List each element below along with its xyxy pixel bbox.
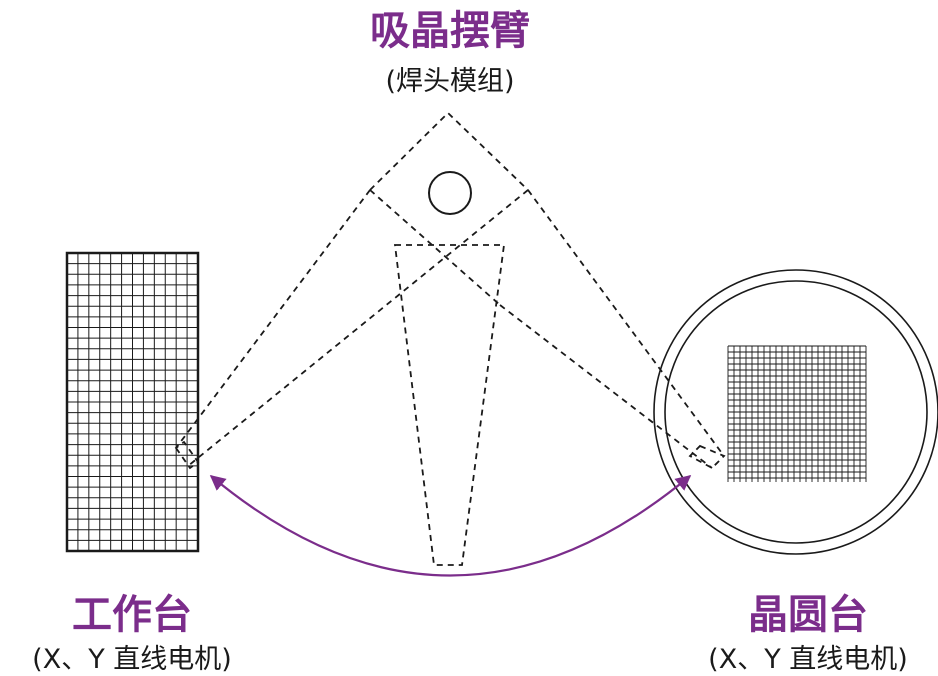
wafer-stage-subtitle: (X、Y 直线电机)	[708, 644, 908, 675]
left-pick-head	[174, 440, 200, 470]
arm-top-outline	[369, 111, 529, 191]
arm-left-inner-edge	[369, 189, 501, 306]
wafer-die-grid	[727, 345, 867, 482]
workbench-grid	[65, 251, 200, 553]
swing-motion-arrow	[209, 475, 692, 577]
arm-title: 吸晶摆臂	[370, 8, 530, 54]
wafer-stage	[653, 269, 938, 555]
wafer-stage-title: 晶圆台	[748, 592, 868, 638]
swing-arm-outline	[174, 111, 726, 566]
arm-right-lower-edge	[499, 304, 713, 469]
arm-left-outer-edge	[175, 189, 371, 449]
arm-right-inner-edge	[187, 189, 529, 467]
workbench-title: 工作台	[72, 592, 192, 638]
arm-right-outer-edge	[527, 189, 725, 457]
wafer-inner-ring	[664, 280, 928, 544]
pivot-circle	[428, 171, 472, 215]
wafer-outer-ring	[653, 269, 938, 555]
workbench-subtitle: (X、Y 直线电机)	[32, 644, 232, 675]
workbench-grid-lines	[67, 253, 198, 551]
arm-subtitle: (焊头模组)	[385, 66, 514, 97]
bond-head-tail	[393, 244, 506, 566]
